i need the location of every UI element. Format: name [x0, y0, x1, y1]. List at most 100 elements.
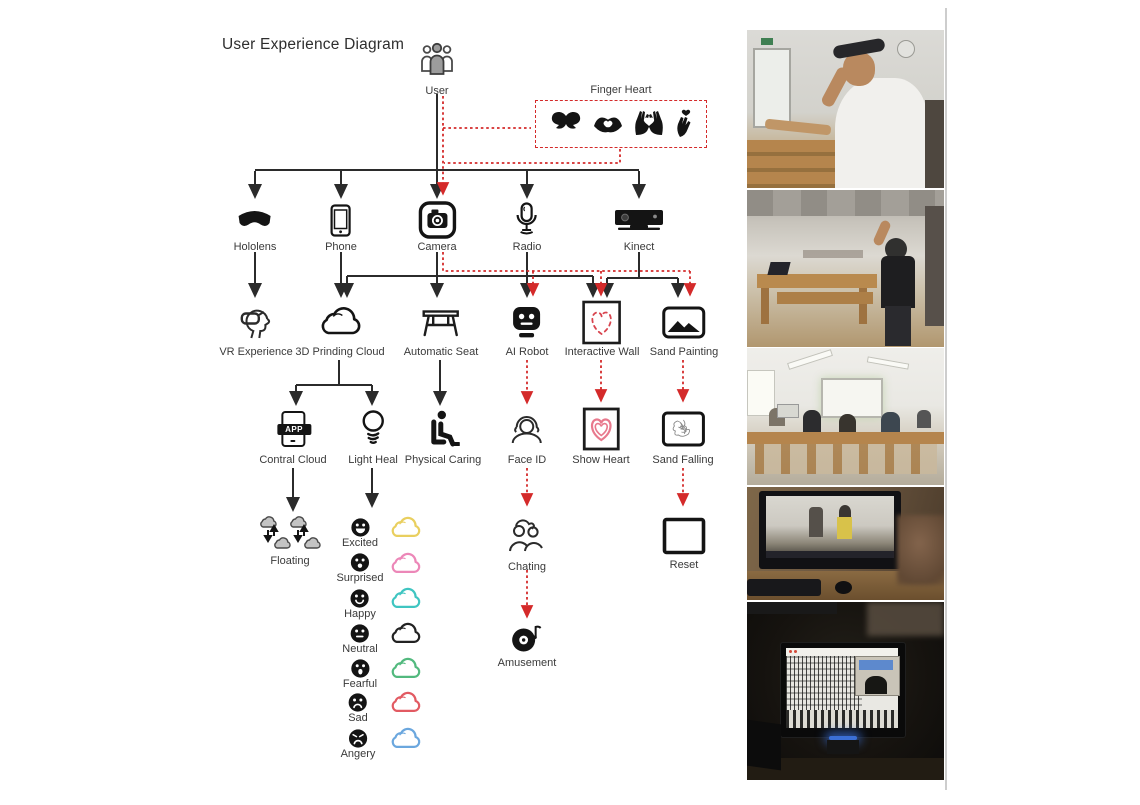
interactive-wall-label: Interactive Wall [564, 346, 640, 358]
surprised-cloud-icon [388, 551, 423, 581]
emotion-excited: Excited [342, 518, 378, 549]
automatic-seat-label: Automatic Seat [403, 346, 479, 358]
emotion-neutral: Neutral [342, 624, 378, 655]
node-kinect: Kinect [614, 202, 664, 253]
phone-label: Phone [325, 241, 357, 253]
printing-cloud-label: 3D Prinding Cloud [295, 346, 385, 358]
node-face-id: Face ID [507, 407, 547, 466]
neutral-face-icon [350, 624, 370, 643]
emotion-label: Neutral [342, 643, 378, 655]
node-physical-caring: Physical Caring [405, 407, 481, 466]
excited-face-icon [350, 518, 370, 537]
hands-up-heart-gesture-icon [633, 109, 665, 140]
node-sand-falling: Sand Falling [652, 407, 714, 466]
floating-clouds-icon [259, 514, 321, 552]
robot-icon [511, 302, 543, 343]
woman-face-icon [509, 407, 545, 451]
dark-monitor-tracking-photo [747, 602, 944, 780]
node-floating: Floating [259, 514, 321, 567]
vr-experience-label: VR Experience [219, 346, 293, 358]
cloud-icon [316, 302, 364, 343]
finger-heart-label: Finger Heart [590, 84, 652, 96]
phone-icon [330, 202, 352, 238]
node-ai-robot: AI Robot [505, 302, 549, 358]
emotion-label: Sad [348, 712, 368, 724]
emotion-label: Fearful [342, 678, 378, 690]
kinect-icon [614, 202, 664, 238]
light-heal-label: Light Heal [348, 454, 398, 466]
emotion-happy: Happy [344, 589, 376, 620]
user-group-icon [416, 40, 458, 82]
excited-cloud-icon [388, 515, 423, 545]
finger-heart-gesture-icon [674, 107, 694, 142]
emotion-label: Angery [340, 748, 376, 760]
hands-heart-gesture-icon [592, 110, 624, 139]
surprised-face-icon [350, 553, 370, 572]
seat-table-icon [421, 302, 461, 343]
neutral-cloud-icon [388, 621, 423, 651]
node-show-heart: Show Heart [572, 407, 630, 466]
show-heart-label: Show Heart [572, 454, 630, 466]
angry-cloud-icon [388, 726, 423, 756]
heart-screen-icon [582, 407, 620, 451]
sand-painting-icon [662, 302, 706, 343]
classroom-session-photo [747, 348, 944, 485]
sand-falling-label: Sand Falling [652, 454, 714, 466]
sad-cloud-icon [388, 690, 423, 720]
monitor-demo-pointing-photo [747, 487, 944, 600]
standing-gesture-hololens-photo [747, 190, 944, 347]
emotion-angery: Angery [340, 729, 376, 760]
contral-cloud-label: Contral Cloud [259, 454, 327, 466]
kinect-label: Kinect [623, 241, 655, 253]
node-automatic-seat: Automatic Seat [403, 302, 479, 358]
radio-label: Radio [512, 241, 542, 253]
node-contral-cloud: APP Contral Cloud [259, 407, 327, 466]
node-hololens: Hololens [233, 202, 277, 253]
chatting-people-icon [508, 514, 546, 558]
page-title: User Experience Diagram [222, 36, 405, 53]
fearful-face-icon [350, 659, 370, 678]
sad-face-icon [348, 693, 368, 712]
app-phone-icon: APP [276, 407, 311, 451]
happy-face-icon [350, 589, 370, 608]
hands-heart-gesture-icon [549, 109, 583, 140]
fearful-cloud-icon [388, 656, 423, 686]
sand-painting-label: Sand Painting [649, 346, 719, 358]
node-chating: Chating [508, 514, 546, 573]
node-printing-cloud: 3D Prinding Cloud [295, 302, 385, 358]
node-vr-experience: VR Experience [219, 302, 293, 358]
light-bulb-icon [360, 407, 386, 451]
microphone-icon [516, 202, 538, 238]
ai-robot-label: AI Robot [505, 346, 549, 358]
interactive-wall-icon [582, 300, 622, 345]
emotion-label: Excited [341, 537, 379, 549]
amusement-label: Amusement [497, 657, 557, 669]
adjusting-hololens-photo [747, 30, 944, 188]
physical-caring-label: Physical Caring [404, 454, 482, 466]
emotion-sad: Sad [348, 693, 368, 724]
emotion-surprised: Surprised [336, 553, 384, 584]
camera-icon [418, 201, 456, 239]
camera-label: Camera [417, 241, 457, 253]
node-light-heal: Light Heal [348, 407, 398, 466]
emotion-fearful: Fearful [343, 659, 377, 690]
emotion-label: Surprised [336, 572, 384, 584]
chating-label: Chating [508, 561, 546, 573]
node-camera: Camera [417, 201, 457, 253]
angry-face-icon [348, 729, 368, 748]
node-reset: Reset [662, 516, 706, 571]
hololens-label: Hololens [233, 241, 277, 253]
node-phone: Phone [325, 202, 357, 253]
emotion-label: Happy [344, 608, 376, 620]
reset-label: Reset [669, 559, 699, 571]
music-disc-icon [510, 622, 544, 654]
page-divider-line [945, 8, 947, 790]
reset-box-icon [662, 516, 706, 556]
user-label: User [425, 85, 449, 97]
app-badge: APP [276, 424, 311, 435]
face-id-label: Face ID [507, 454, 547, 466]
happy-cloud-icon [388, 586, 423, 616]
finger-heart-box [535, 100, 707, 148]
hololens-icon [236, 202, 274, 238]
